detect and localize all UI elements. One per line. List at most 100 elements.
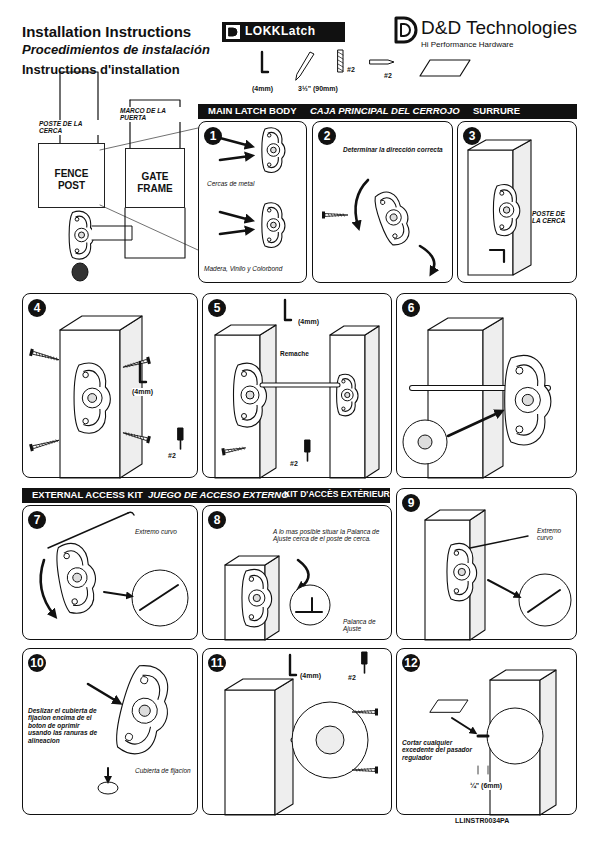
access-rod (528, 590, 560, 612)
fence-post (425, 510, 485, 520)
hex-key-icon (262, 52, 268, 72)
hex-key (490, 250, 504, 262)
fence-post (60, 330, 120, 478)
tool-size: #2 (384, 72, 392, 80)
access-rod (48, 513, 128, 548)
step-panel: 10Deslizar el cubierta de fijacion encim… (22, 648, 198, 815)
latch-body (371, 187, 416, 248)
section-band: EXTERNAL ACCESS KITJUEGO DE ACCESO EXTER… (22, 488, 390, 503)
screw (122, 429, 151, 443)
fence-post (483, 318, 503, 478)
step-panel: 3POSTE DE LA CERCA (457, 121, 577, 283)
fence-post (428, 318, 503, 330)
latch-body (262, 203, 285, 248)
latch-body (262, 128, 285, 173)
fence-post (365, 326, 379, 478)
tool-size: #2 (168, 452, 176, 460)
motion-arrow (220, 212, 250, 220)
rod (262, 384, 338, 387)
latch-body (242, 569, 272, 626)
latch-body (53, 540, 101, 615)
adjust-lever (296, 598, 322, 612)
motion-arrow (107, 768, 109, 780)
detail-circle (132, 570, 188, 626)
rod (262, 383, 338, 388)
tool-size: (4mm) (298, 318, 319, 326)
brand-name: LOKKLatch (245, 25, 316, 39)
step-panel: 1Cercas de metalMadera, Vinilo y Colorbo… (198, 121, 307, 283)
part-name: Remache (280, 350, 309, 357)
drill-icon (305, 440, 310, 452)
cover-plate (292, 702, 368, 778)
fence-post (225, 690, 275, 815)
part-heading: POSTE DE LA CERCA (39, 120, 106, 135)
step-panel: 6 (396, 293, 577, 478)
drill-bit-icon (338, 60, 343, 63)
fence-post (225, 679, 293, 690)
file-icon (430, 700, 468, 712)
caption: Cercas de metal (207, 180, 287, 187)
tool-size: (4mm) (132, 388, 153, 396)
detail-circle (290, 585, 330, 625)
tool-size: #2 (290, 460, 298, 468)
leader-line (100, 128, 198, 250)
drill-bit-icon (338, 50, 343, 72)
caption: Palanca de Ajuste (343, 618, 389, 633)
step-number: 10 (28, 654, 46, 672)
dimension-line (478, 766, 488, 774)
drill-bit-icon (338, 56, 343, 59)
motion-arrow (448, 412, 500, 436)
access-rod (470, 536, 528, 548)
tool-size: 3½" (90mm) (298, 85, 338, 93)
section-heading: SURRURE (473, 106, 520, 117)
caption: A lo mas posible situar la Palanca de Aj… (273, 528, 385, 543)
fence-post (215, 325, 276, 335)
company-logo (401, 24, 410, 36)
motion-arrow (220, 156, 250, 160)
fence-post (225, 556, 279, 565)
latch-body (505, 356, 551, 445)
drill-icon (180, 440, 182, 449)
caption: Deslizar el cubierta de fijacion encima … (28, 707, 100, 744)
part-heading: MARCO DE LA PUERTA (120, 107, 190, 122)
latch-body (447, 543, 477, 600)
gate-latch (92, 226, 132, 240)
step-number: 1 (204, 127, 222, 145)
document-code: LLINSTR0034PA (455, 817, 509, 825)
drill-icon (364, 664, 366, 673)
motion-arrow (420, 246, 434, 272)
latch-body (493, 185, 519, 236)
fence-post (120, 316, 142, 478)
motion-arrow (88, 684, 118, 702)
dimension: ¼" (6mm) (470, 782, 502, 790)
step-number: 2 (318, 127, 336, 145)
frame-box: POSTE DE LA CERCAFENCE POST (38, 143, 105, 208)
fence-post (330, 326, 379, 335)
access-rod (128, 512, 134, 515)
step-number: 6 (402, 299, 420, 317)
company-logo (396, 18, 416, 42)
adjust-pin (478, 735, 488, 738)
drill-bit-icon (338, 64, 343, 67)
step-number: 4 (28, 299, 46, 317)
motion-arrow (220, 230, 250, 234)
step-number: 3 (463, 127, 481, 145)
subtitle: Instructions d'installation (22, 63, 180, 78)
frame-box: MARCO DE LA PUERTAGATE FRAME (125, 148, 185, 208)
tool-size: #2 (348, 674, 356, 682)
screw (29, 349, 60, 364)
motion-arrow (41, 560, 54, 615)
company-name: D&D Technologies (421, 17, 577, 39)
cover-plate (316, 726, 344, 754)
step-number: 9 (402, 494, 420, 512)
motion-arrow (220, 138, 250, 146)
hex-key-icon (285, 300, 291, 320)
latch-body (234, 363, 267, 427)
tagline: Hi Performance Hardware (421, 40, 513, 49)
step-number: 12 (402, 654, 420, 672)
caption: Extremo curvo (135, 528, 195, 535)
cover-ring (98, 782, 118, 794)
detail-circle (519, 574, 571, 626)
tool-size: (4mm) (300, 672, 321, 680)
section-heading: MAIN LATCH BODY (208, 106, 296, 117)
